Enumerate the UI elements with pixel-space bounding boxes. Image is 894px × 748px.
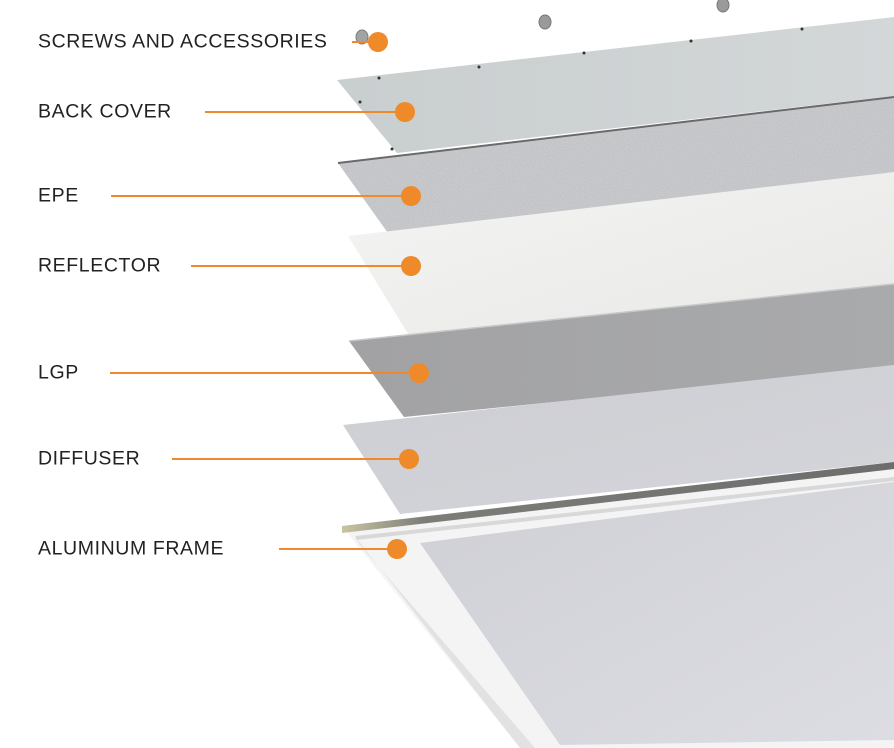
label-diffuser: DIFFUSER <box>38 447 141 470</box>
label-reflector: REFLECTOR <box>38 254 162 277</box>
back-cover-layer <box>337 17 894 153</box>
label-aluminum-frame: ALUMINUM FRAME <box>38 537 225 560</box>
reflector-layer <box>348 172 894 337</box>
label-epe: EPE <box>38 184 79 207</box>
label-lgp: LGP <box>38 361 79 384</box>
aluminum-frame-layer <box>342 462 894 748</box>
screws <box>355 0 730 45</box>
leaders <box>110 32 429 559</box>
label-back-cover: BACK COVER <box>38 100 172 123</box>
label-screws-and-accessories: SCREWS AND ACCESSORIES <box>38 30 328 53</box>
lgp-layer <box>348 283 894 417</box>
epe-layer <box>337 96 894 233</box>
diffuser-layer <box>343 365 894 514</box>
